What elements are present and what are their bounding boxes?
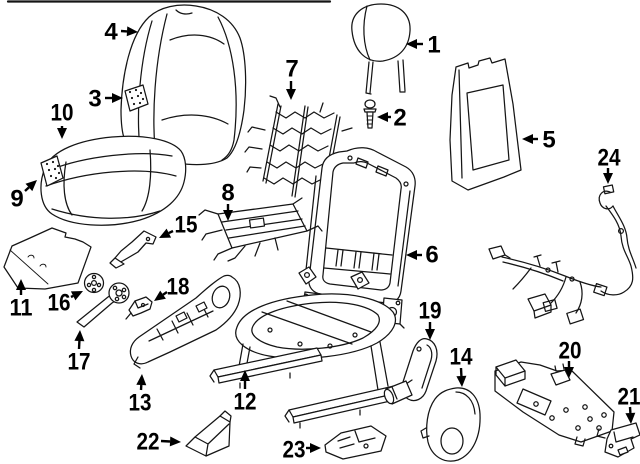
callout-number-14: 14 [450,344,474,371]
callout-17: 17 [68,330,91,376]
callout-number-9: 9 [10,186,23,213]
callout-5: 5 [522,127,556,154]
callout-number-18: 18 [167,274,190,301]
callout-2: 2 [377,105,407,132]
callout-15: 15 [159,212,198,239]
part-16-adjuster-disc [83,272,105,294]
callout-number-12: 12 [234,389,257,416]
part-10-seat-cushion-cover [40,135,187,226]
callout-number-17: 17 [68,349,91,376]
callout-number-16: 16 [48,290,71,317]
part-wiring-harness [488,245,602,325]
callout-number-4: 4 [104,19,118,46]
part-8-cushion-spring-assembly [198,197,323,262]
part-11-cushion-pad [3,227,92,290]
callout-6: 6 [406,242,439,269]
callout-13: 13 [129,374,152,417]
part-12-seat-frame-tracks [209,266,400,429]
part-9-cushion-patch [40,155,64,187]
callout-number-22: 22 [137,429,160,456]
callout-number-10: 10 [51,100,74,127]
callout-number-7: 7 [285,56,298,83]
part-1-headrest [351,3,411,95]
callout-4: 4 [104,19,138,46]
callout-number-11: 11 [10,295,33,322]
part-17-release-lever [76,282,130,328]
part-23-bracket-cover [324,425,387,460]
callout-number-5: 5 [542,127,555,154]
callout-number-8: 8 [221,180,234,207]
callout-11: 11 [10,279,33,322]
callout-19: 19 [419,298,442,340]
callout-number-21: 21 [618,384,640,411]
callout-number-20: 20 [559,338,582,365]
callout-3: 3 [88,86,123,113]
part-15-bracket [109,230,157,269]
part-24-wire [593,184,637,297]
callout-number-1: 1 [427,32,440,59]
part-20-mounting-plate [494,359,615,447]
callout-number-24: 24 [598,145,622,172]
part-2-headrest-guide [363,99,377,129]
callout-10: 10 [51,100,74,139]
part-3-seatback-patch [124,84,149,112]
callout-number-2: 2 [393,105,406,132]
callout-23: 23 [283,437,321,464]
callout-number-13: 13 [129,390,152,417]
callout-number-3: 3 [88,86,101,113]
callout-18: 18 [154,274,190,301]
callout-21: 21 [618,384,640,424]
callout-16: 16 [48,290,83,317]
part-6-seat-back-frame [297,147,416,329]
part-19-recliner-assembly [383,337,438,405]
callout-24: 24 [598,145,622,184]
callout-number-15: 15 [175,212,198,239]
part-13-inner-side-shield [129,274,241,369]
callout-7: 7 [285,56,299,100]
callout-number-6: 6 [425,242,438,269]
callout-number-19: 19 [419,298,442,325]
part-14-outer-side-shield [420,387,481,462]
callout-14: 14 [450,344,474,387]
part-5-seat-back-board [449,57,522,191]
callout-9: 9 [10,180,37,213]
callout-20: 20 [559,338,582,378]
part-18-clamp [125,296,153,320]
callout-1: 1 [406,32,441,59]
part-22-bracket-cover [185,410,232,457]
callout-number-23: 23 [283,437,306,464]
callout-12: 12 [234,370,257,416]
callout-8: 8 [221,180,235,221]
part-21-bracket [604,422,640,458]
callout-22: 22 [137,429,181,456]
